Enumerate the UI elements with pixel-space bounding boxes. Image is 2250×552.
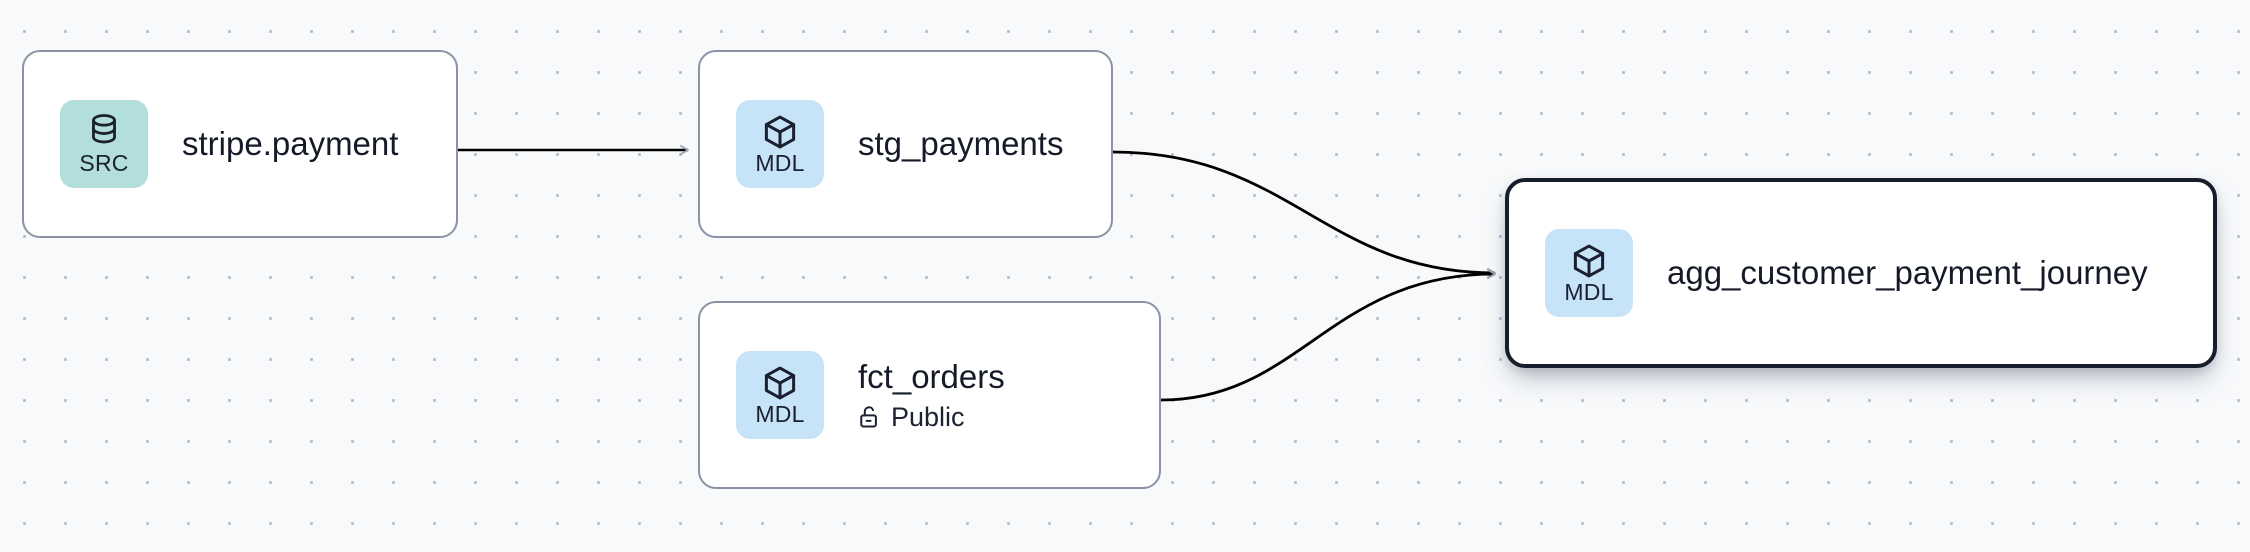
node-title: fct_orders <box>858 358 1005 395</box>
node-badge-mdl: MDL <box>1545 229 1633 317</box>
node-text-block: fct_orders Public <box>858 357 1005 433</box>
node-badge-label: MDL <box>755 150 805 176</box>
edge-stg-payments-to-agg-customer-payment-journey <box>1112 150 1496 278</box>
node-text-block: stripe.payment <box>182 124 398 164</box>
cube-icon <box>1573 244 1605 278</box>
edge-fct-orders-to-agg-customer-payment-journey <box>1160 269 1496 402</box>
node-badge-mdl: MDL <box>736 351 824 439</box>
cube-icon <box>764 366 796 400</box>
unlock-icon <box>860 406 877 428</box>
node-badge-label: MDL <box>1564 279 1614 305</box>
node-title: agg_customer_payment_journey <box>1667 254 2148 291</box>
lineage-node-agg-customer-payment-journey[interactable]: MDL agg_customer_payment_journey <box>1505 178 2217 368</box>
lineage-node-stg-payments[interactable]: MDL stg_payments <box>698 50 1113 238</box>
node-title: stripe.payment <box>182 125 399 162</box>
node-badge-mdl: MDL <box>736 100 824 188</box>
node-visibility-label: Public <box>891 402 965 432</box>
node-text-block: stg_payments <box>858 124 1063 164</box>
lineage-node-stripe-payment[interactable]: SRC stripe.payment <box>22 50 458 238</box>
database-icon <box>92 114 116 144</box>
node-badge-src: SRC <box>60 100 148 188</box>
node-badge-label: SRC <box>79 150 129 176</box>
node-title: stg_payments <box>858 125 1064 162</box>
node-text-block: agg_customer_payment_journey <box>1667 253 2148 293</box>
cube-icon <box>764 115 796 149</box>
node-visibility: Public <box>858 401 1005 433</box>
node-badge-label: MDL <box>755 401 805 427</box>
lineage-node-fct-orders[interactable]: MDL fct_orders Public <box>698 301 1161 489</box>
